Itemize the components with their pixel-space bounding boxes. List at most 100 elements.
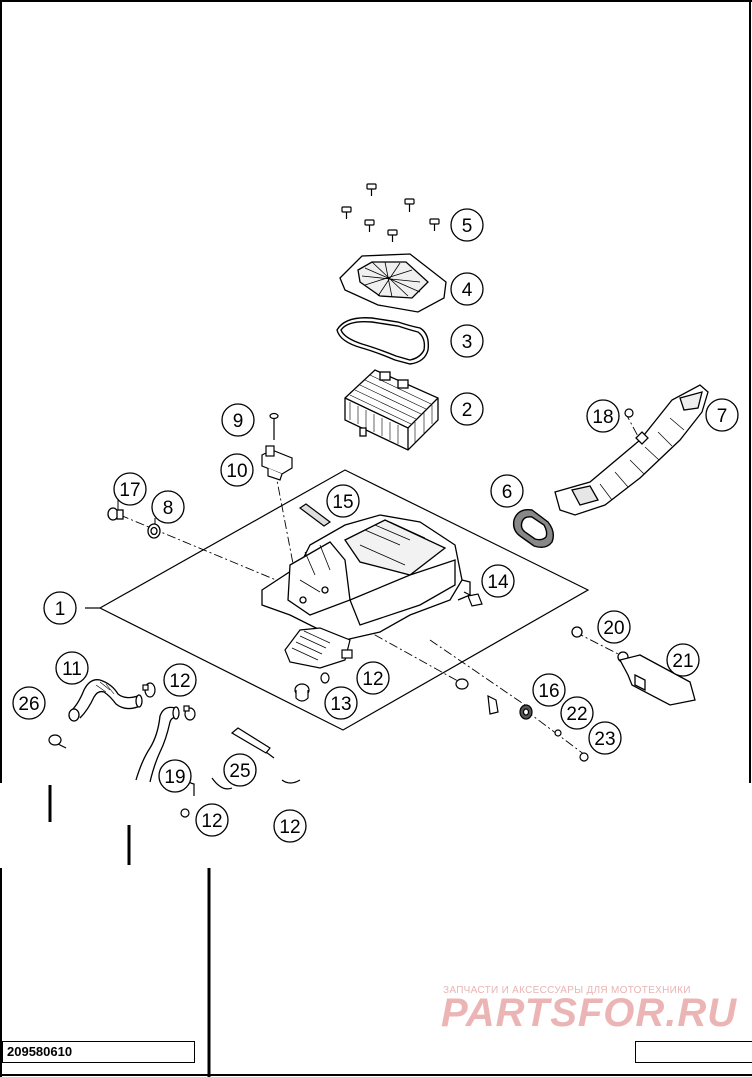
callout-12b: 12 [356, 661, 390, 695]
callout-circle [163, 663, 197, 697]
grommet-part-17 [107, 507, 124, 521]
hose-part-19 [135, 706, 180, 783]
callout-14: 14 [481, 564, 515, 598]
airbox-housing-part-1 [261, 514, 471, 641]
sponge-part-15 [298, 503, 332, 527]
callout-label: 2 [462, 400, 473, 421]
callout-26: 26 [12, 686, 46, 720]
callout-3: 3 [450, 324, 484, 358]
callout-label: 9 [233, 411, 244, 432]
callout-circle [195, 803, 229, 837]
filter-cover-part-4 [339, 253, 447, 313]
callout-22: 22 [560, 696, 594, 730]
callout-label: 26 [18, 694, 39, 715]
callout-1: 1 [43, 591, 77, 625]
callout-circle [560, 696, 594, 730]
watermark-caption: ЗАПЧАСТИ И АКСЕССУАРЫ ДЛЯ МОТОТЕХНИКИ [443, 985, 691, 996]
callout-circle [326, 484, 360, 518]
callout-12d: 12 [273, 809, 307, 843]
callout-17: 17 [113, 472, 147, 506]
watermark-logo: PARTSFOR.RU [441, 991, 737, 1035]
assembly-outline [85, 469, 590, 731]
callout-21: 21 [666, 643, 700, 677]
bushing-part-16 [455, 678, 533, 720]
intake-boot [284, 627, 353, 669]
callout-circle [220, 453, 254, 487]
callout-circle [55, 651, 89, 685]
callout-label: 15 [332, 492, 353, 513]
callout-label: 12 [169, 671, 190, 692]
bolt-part-23 [579, 752, 589, 762]
clamp-c [320, 672, 330, 684]
callout-circle [43, 591, 77, 625]
callout-23: 23 [588, 721, 622, 755]
clip-part-26 [48, 734, 67, 749]
callout-circle [158, 759, 192, 793]
callout-6: 6 [490, 474, 524, 508]
callout-label: 4 [462, 280, 473, 301]
washer-part-22 [554, 729, 562, 737]
callout-label: 19 [164, 767, 185, 788]
callout-circle [490, 474, 524, 508]
callout-20: 20 [597, 610, 631, 644]
callout-circle [273, 809, 307, 843]
callout-label: 17 [119, 480, 140, 501]
intake-snorkel-part-7 [554, 384, 709, 516]
mount-hardware [455, 678, 589, 762]
callout-12c: 12 [195, 803, 229, 837]
callout-8: 8 [151, 490, 185, 524]
callout-circle [450, 272, 484, 306]
svg-text:PARTSFOR.RU: PARTSFOR.RU [441, 991, 737, 1035]
grommet-part-8 [147, 523, 161, 539]
callout-circle [151, 490, 185, 524]
callout-11: 11 [55, 651, 89, 685]
sensor-part-10 [261, 445, 293, 481]
callout-circle [223, 753, 257, 787]
callout-circle [450, 392, 484, 426]
callout-label: 8 [163, 498, 174, 519]
callout-13: 13 [324, 686, 358, 720]
callout-label: 23 [594, 729, 615, 750]
callout-25: 25 [223, 753, 257, 787]
empty-title-box [635, 1041, 752, 1063]
callout-7: 7 [705, 398, 739, 432]
screws-part-5 [341, 183, 440, 242]
callout-circle [450, 208, 484, 242]
callout-label: 7 [717, 406, 728, 427]
hose-part-11 [68, 679, 143, 722]
callout-2: 2 [450, 392, 484, 426]
air-filter-part-2 [344, 369, 439, 451]
callout-circle [221, 403, 255, 437]
callout-label: 14 [487, 572, 509, 593]
callout-9: 9 [221, 403, 255, 437]
callout-12a: 12 [163, 663, 197, 697]
clamp-d [180, 808, 190, 818]
intake-seal-part-6 [512, 509, 555, 549]
clamp-a [142, 682, 156, 698]
callout-circle [597, 610, 631, 644]
callout-19: 19 [158, 759, 192, 793]
callout-15: 15 [326, 484, 360, 518]
callout-circle [450, 324, 484, 358]
callout-circle [481, 564, 515, 598]
callout-circle [666, 643, 700, 677]
callout-label: 25 [229, 761, 250, 782]
callout-circle [588, 721, 622, 755]
bracket-part-21 [571, 626, 696, 706]
callout-label: 22 [566, 704, 587, 725]
callout-label: 3 [462, 332, 473, 353]
callout-label: 13 [330, 694, 351, 715]
callout-circle [324, 686, 358, 720]
clamp-b [183, 705, 196, 721]
screw-part-18 [624, 408, 634, 418]
callout-label: 20 [603, 618, 624, 639]
callout-5: 5 [450, 208, 484, 242]
callout-label: 5 [462, 216, 473, 237]
callout-label: 1 [55, 599, 66, 620]
callout-circle [113, 472, 147, 506]
callout-label: 10 [226, 461, 247, 482]
callout-circle [12, 686, 46, 720]
